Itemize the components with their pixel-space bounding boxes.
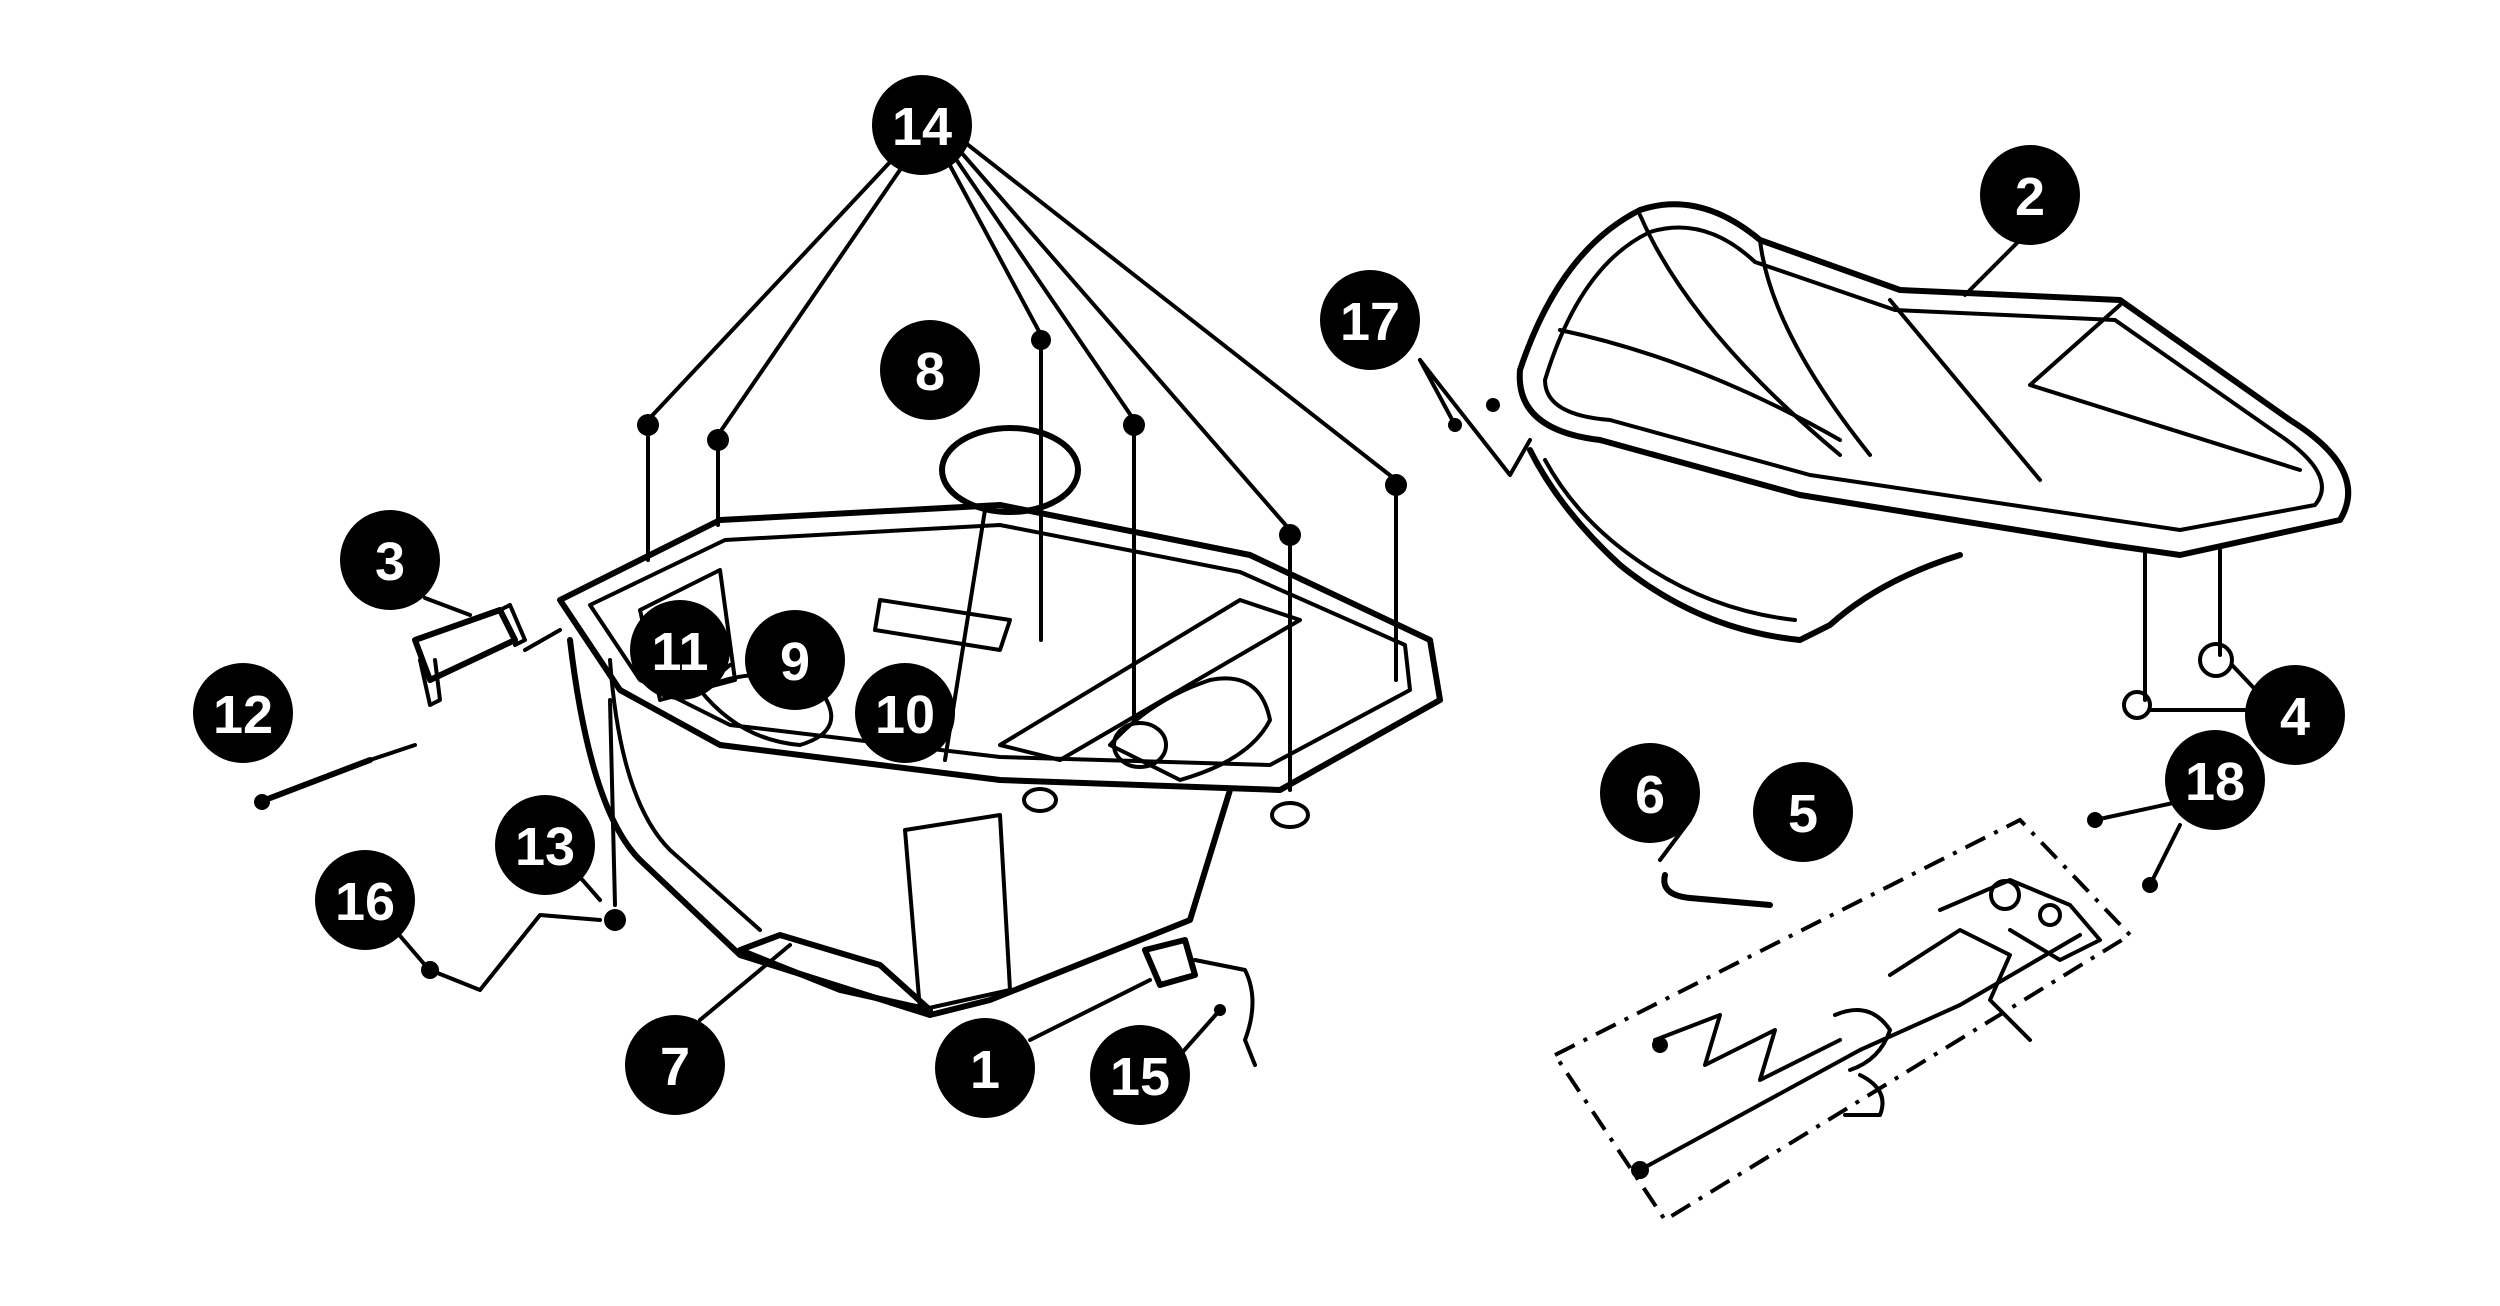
callout-13: 13 bbox=[495, 795, 595, 895]
callout-7: 7 bbox=[625, 1015, 725, 1115]
svg-text:14: 14 bbox=[892, 97, 952, 157]
svg-text:11: 11 bbox=[651, 622, 708, 682]
seat-bumper bbox=[1418, 358, 1532, 477]
svg-text:18: 18 bbox=[2185, 752, 2245, 812]
callout-8: 8 bbox=[880, 320, 980, 420]
svg-text:8: 8 bbox=[915, 342, 945, 402]
callout-16: 16 bbox=[315, 850, 415, 950]
svg-text:9: 9 bbox=[780, 632, 810, 692]
hinge-pin bbox=[254, 743, 417, 810]
callout-11: 11 bbox=[630, 600, 730, 700]
callout-10: 10 bbox=[855, 663, 955, 763]
svg-text:10: 10 bbox=[875, 685, 935, 745]
callout-14: 14 bbox=[872, 75, 972, 175]
svg-text:7: 7 bbox=[660, 1037, 690, 1097]
callout-3: 3 bbox=[340, 510, 440, 610]
svg-text:4: 4 bbox=[2280, 687, 2310, 747]
svg-text:15: 15 bbox=[1110, 1047, 1170, 1107]
callout-4: 4 bbox=[2245, 665, 2345, 765]
svg-text:12: 12 bbox=[213, 685, 273, 745]
callout-18: 18 bbox=[2165, 730, 2265, 830]
svg-text:17: 17 bbox=[1340, 292, 1400, 352]
callout-6: 6 bbox=[1600, 743, 1700, 843]
svg-text:13: 13 bbox=[515, 817, 575, 877]
svg-text:3: 3 bbox=[375, 532, 405, 592]
callout-15: 15 bbox=[1090, 1025, 1190, 1125]
seat bbox=[1516, 201, 2352, 720]
callout-2: 2 bbox=[1980, 145, 2080, 245]
hinge-bracket bbox=[412, 603, 562, 707]
callout-9: 9 bbox=[745, 610, 845, 710]
connector bbox=[1028, 937, 1257, 1067]
svg-text:1: 1 bbox=[970, 1040, 1000, 1100]
storage-bin bbox=[557, 502, 1443, 1018]
svg-text:5: 5 bbox=[1788, 784, 1818, 844]
callout-17: 17 bbox=[1320, 270, 1420, 370]
callout-12: 12 bbox=[193, 663, 293, 763]
latch-assembly bbox=[1552, 817, 2134, 1223]
callout-1: 1 bbox=[935, 1018, 1035, 1118]
callout-5: 5 bbox=[1753, 762, 1853, 862]
svg-text:6: 6 bbox=[1635, 765, 1665, 825]
svg-text:16: 16 bbox=[335, 872, 395, 932]
bolts bbox=[637, 124, 1407, 792]
svg-text:2: 2 bbox=[2015, 167, 2045, 227]
